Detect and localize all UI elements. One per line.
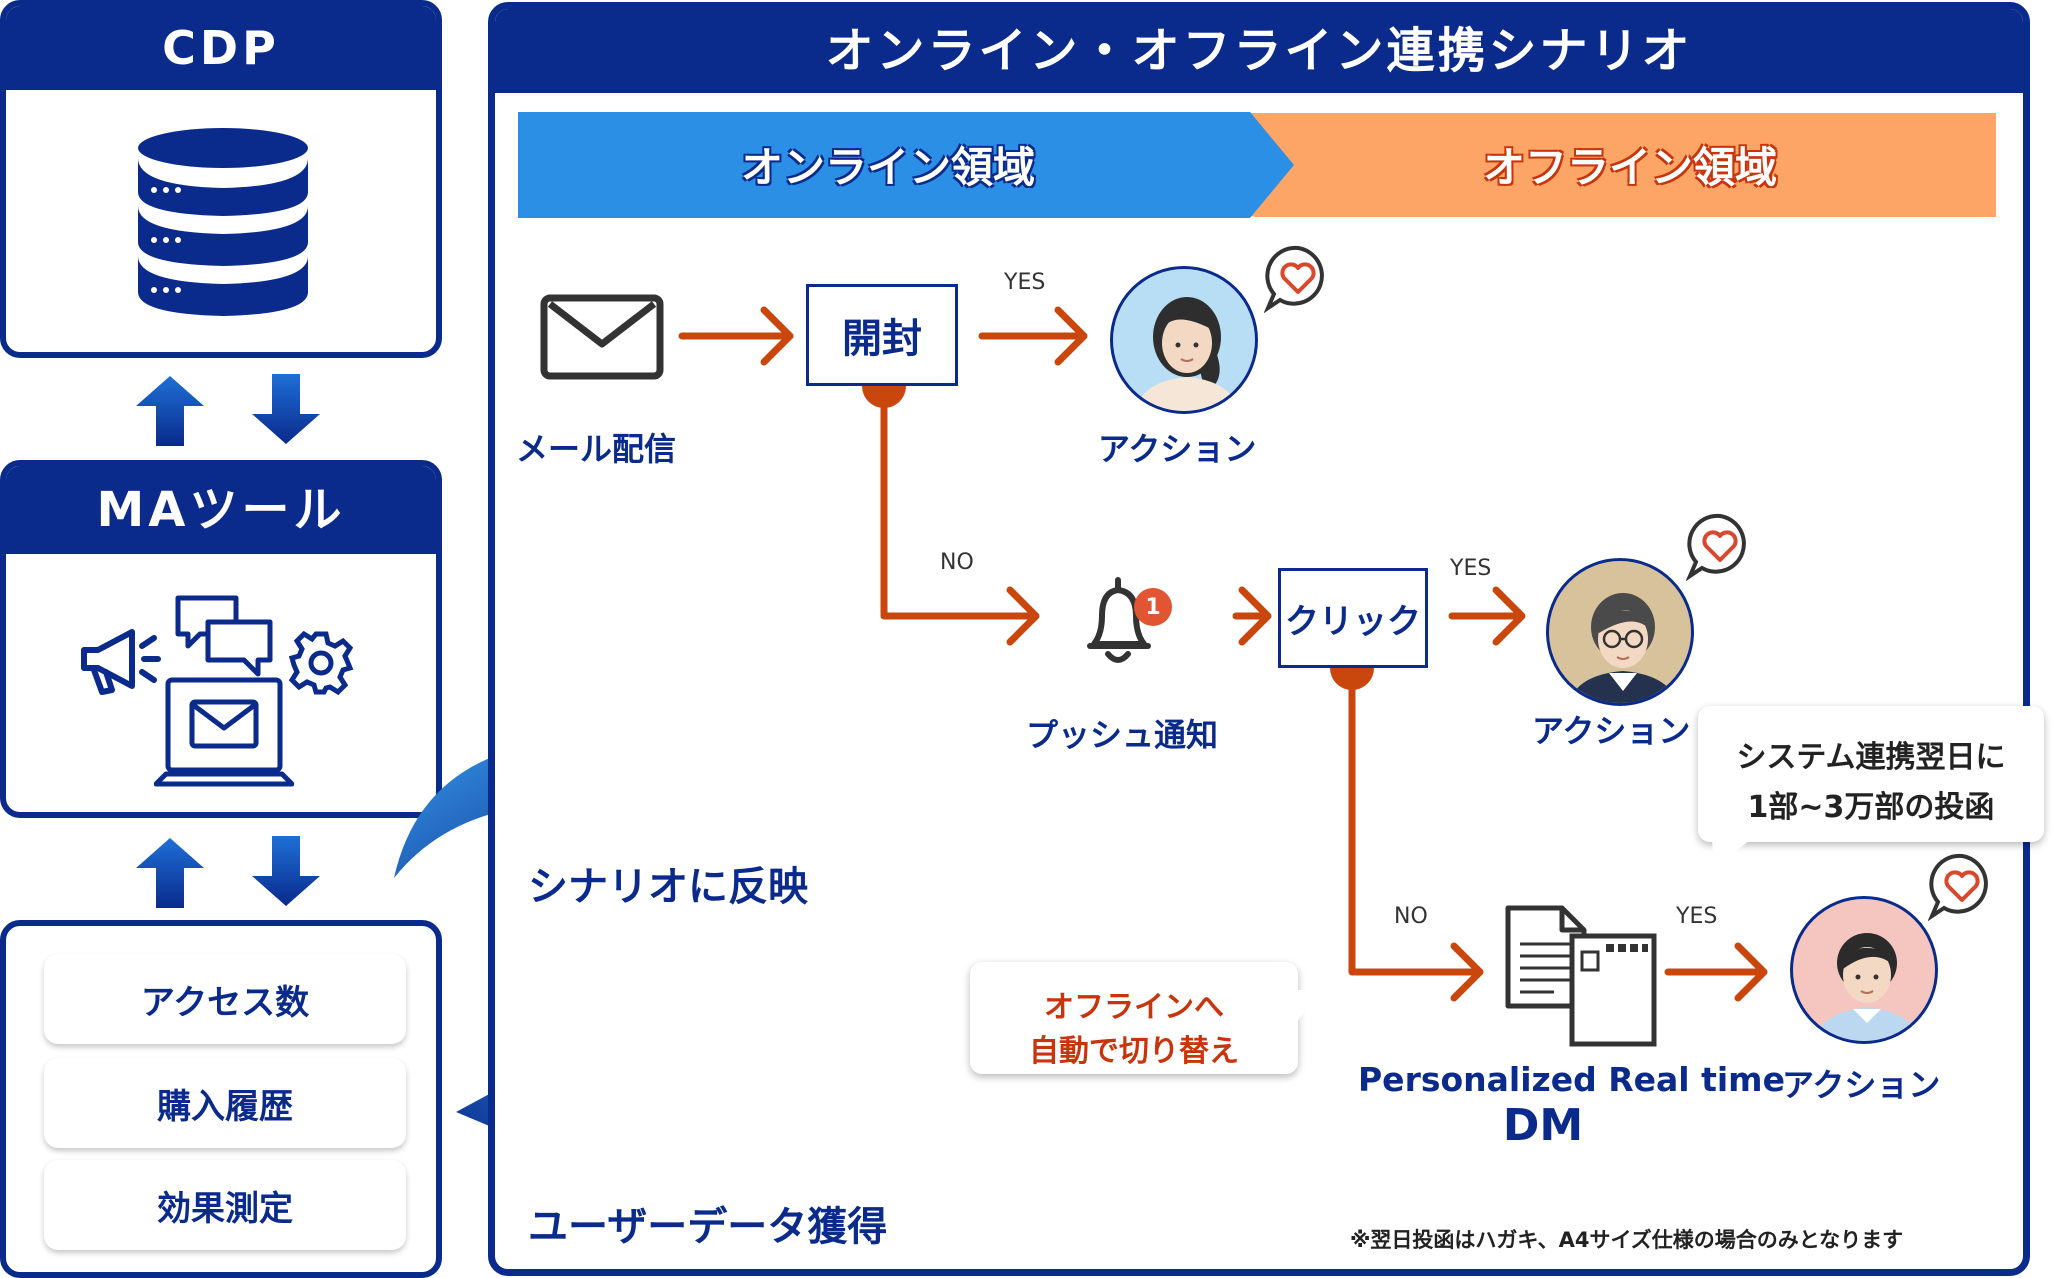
data-item-purchase: 購入履歴: [44, 1058, 406, 1148]
gear-icon: [288, 630, 354, 696]
open-box: 開封: [806, 284, 958, 386]
heart-icon: [1686, 513, 1746, 582]
system-callout: システム連携翌日に 1部~3万部の投函: [1698, 706, 2044, 842]
data-panel: アクセス数 購入履歴 効果測定: [0, 920, 442, 1278]
notification-badge: 1: [1134, 588, 1172, 626]
click-box: クリック: [1278, 568, 1428, 668]
heart-icon: [1264, 245, 1324, 314]
yes-label-1: YES: [1004, 270, 1046, 295]
offline-callout-line1: オフラインへ: [1044, 990, 1224, 1025]
bell-icon: [1087, 577, 1151, 663]
offline-switch-callout: オフラインへ 自動で切り替え: [970, 962, 1298, 1074]
ma-tool-title: MAツール: [6, 466, 436, 554]
megaphone-icon: [81, 629, 161, 695]
avatar-young-man: [1790, 896, 1938, 1044]
offline-callout-line2: 自動で切り替え: [1029, 1034, 1239, 1069]
online-area-label: オンライン領域: [740, 143, 1035, 192]
dm-label-line1: Personalized Real time: [1358, 1060, 1785, 1099]
heart-icon: [1928, 853, 1988, 922]
laptop-mail-icon: [154, 677, 294, 787]
offline-area-label: オフライン領域: [1482, 143, 1777, 192]
push-notification-label: プッシュ通知: [1026, 716, 1219, 754]
offline-callout-tail: [1294, 990, 1320, 1026]
system-callout-tail: [1712, 838, 1752, 870]
postcard-icon: [1569, 933, 1657, 1047]
dm-label-line2: DM: [1502, 1100, 1584, 1151]
chat-icon: [175, 595, 273, 677]
sync-arrows-lower: [136, 836, 320, 908]
envelope-icon: [540, 294, 664, 380]
email-delivery-label: メール配信: [516, 430, 677, 468]
domain-band: [518, 112, 1996, 218]
no-label-2: NO: [1394, 904, 1428, 929]
database-icon: [138, 128, 308, 316]
document-icon: [1505, 905, 1587, 1009]
footnote: ※翌日投函はハガキ、A4サイズ仕様の場合のみとなります: [1350, 1228, 1904, 1252]
reflect-to-scenario-label: シナリオに反映: [528, 864, 808, 910]
action-label-2: アクション: [1532, 712, 1691, 750]
data-item-access: アクセス数: [44, 954, 406, 1044]
system-callout-line1: システム連携翌日に: [1736, 740, 2006, 775]
data-item-measure: 効果測定: [44, 1160, 406, 1250]
notification-badge-count: 1: [1145, 594, 1161, 620]
user-data-acquisition-label: ユーザーデータ獲得: [528, 1204, 888, 1250]
avatar-man-glasses: [1546, 558, 1694, 706]
action-label-1: アクション: [1098, 430, 1257, 468]
cdp-panel: CDP: [0, 0, 442, 358]
ma-tool-panel: MAツール: [0, 460, 442, 818]
sync-arrows-upper: [136, 374, 320, 446]
scenario-title: オンライン・オフライン連携シナリオ: [495, 9, 2023, 93]
yes-label-2: YES: [1450, 556, 1492, 581]
cdp-title: CDP: [6, 6, 436, 90]
avatar-woman: [1110, 266, 1258, 414]
action-label-3: アクション: [1782, 1066, 1941, 1104]
system-callout-line2: 1部~3万部の投函: [1747, 790, 1995, 825]
yes-label-3: YES: [1676, 904, 1718, 929]
no-label-1: NO: [940, 550, 974, 575]
